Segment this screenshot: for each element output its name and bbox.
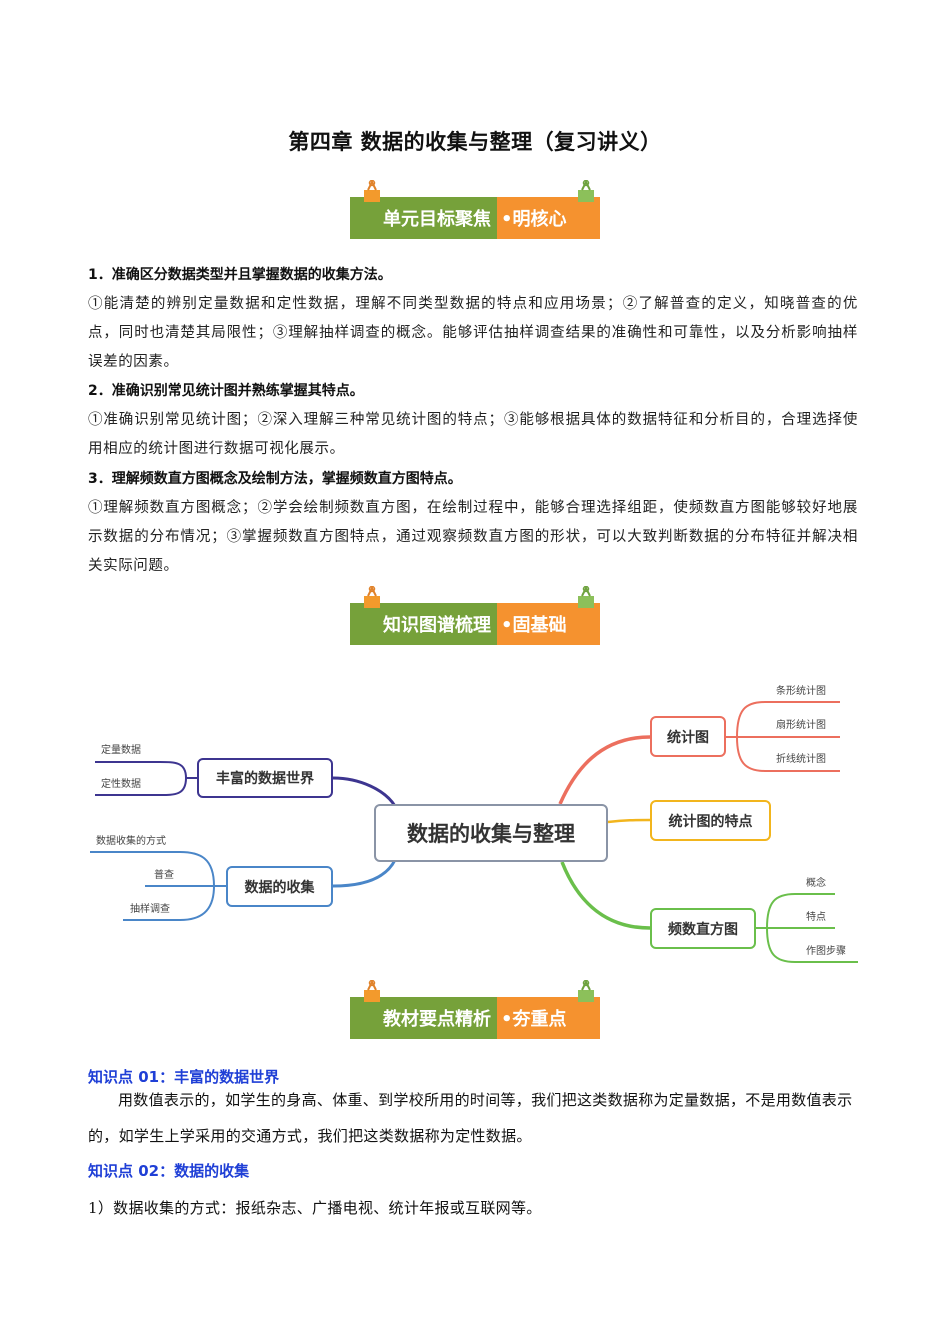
banner-sub-label: •明核心 <box>497 197 600 239</box>
knowledge-point-text-2: 1）数据收集的方式：报纸杂志、广播电视、统计年报或互联网等。 <box>88 1199 542 1217</box>
mindmap-leaf: 扇形统计图 <box>776 720 826 731</box>
goal-text-2: ①准确识别常见统计图；②深入理解三种常见统计图的特点；③能够根据具体的数据特征和… <box>88 412 858 457</box>
binder-clip-icon <box>364 180 380 202</box>
banner-sub-label: •夯重点 <box>497 997 600 1039</box>
banner-main-label: 单元目标聚焦 <box>350 197 497 239</box>
goal-heading-1: 1．准确区分数据类型并且掌握数据的收集方法。 <box>88 267 392 283</box>
goal-text-3: ①理解频数直方图概念；②学会绘制频数直方图，在绘制过程中，能够合理选择组距，使频… <box>88 500 858 574</box>
mindmap-leaf: 普查 <box>154 870 174 881</box>
mindmap-node-collection: 数据的收集 <box>226 866 333 907</box>
goal-heading-3: 3．理解频数直方图概念及绘制方法，掌握频数直方图特点。 <box>88 471 462 487</box>
page-title: 第四章 数据的收集与整理（复习讲义） <box>288 130 662 154</box>
mindmap-node-data-world: 丰富的数据世界 <box>197 758 333 798</box>
section-banner-goals: 单元目标聚焦 •明核心 <box>350 180 600 239</box>
knowledge-point-heading-1: 知识点 01：丰富的数据世界 <box>88 1068 280 1086</box>
goal-heading-2: 2．准确识别常见统计图并熟练掌握其特点。 <box>88 383 364 399</box>
mindmap-center-node: 数据的收集与整理 <box>374 804 608 862</box>
mindmap-leaf: 折线统计图 <box>776 754 826 765</box>
knowledge-point-heading-2: 知识点 02：数据的收集 <box>88 1162 250 1180</box>
banner-sub-label: •固基础 <box>497 603 600 645</box>
knowledge-point-text-1: 用数值表示的，如学生的身高、体重、到学校所用的时间等，我们把这类数据称为定量数据… <box>88 1091 853 1145</box>
banner-main-label: 知识图谱梳理 <box>350 603 497 645</box>
binder-clip-icon <box>364 980 380 1002</box>
mindmap-node-histogram: 频数直方图 <box>650 908 756 949</box>
mindmap-node-chart-features: 统计图的特点 <box>650 800 771 841</box>
goal-text-1: ①能清楚的辨别定量数据和定性数据，理解不同类型数据的特点和应用场景；②了解普查的… <box>88 296 858 370</box>
binder-clip-icon <box>578 180 594 202</box>
binder-clip-icon <box>364 586 380 608</box>
banner-main-label: 教材要点精析 <box>350 997 497 1039</box>
mindmap-leaf: 概念 <box>806 878 826 889</box>
mindmap-leaf: 作图步骤 <box>806 946 846 957</box>
mindmap-leaf: 特点 <box>806 912 826 923</box>
binder-clip-icon <box>578 980 594 1002</box>
section-banner-mindmap: 知识图谱梳理 •固基础 <box>350 586 600 645</box>
binder-clip-icon <box>578 586 594 608</box>
mindmap-leaf: 定量数据 <box>101 745 141 756</box>
section-banner-keypoints: 教材要点精析 •夯重点 <box>350 980 600 1039</box>
mindmap-leaf: 条形统计图 <box>776 686 826 697</box>
mindmap-node-charts: 统计图 <box>650 716 726 757</box>
mindmap-leaf: 抽样调查 <box>130 904 170 915</box>
mindmap-leaf: 定性数据 <box>101 779 141 790</box>
mindmap-leaf: 数据收集的方式 <box>96 836 166 847</box>
